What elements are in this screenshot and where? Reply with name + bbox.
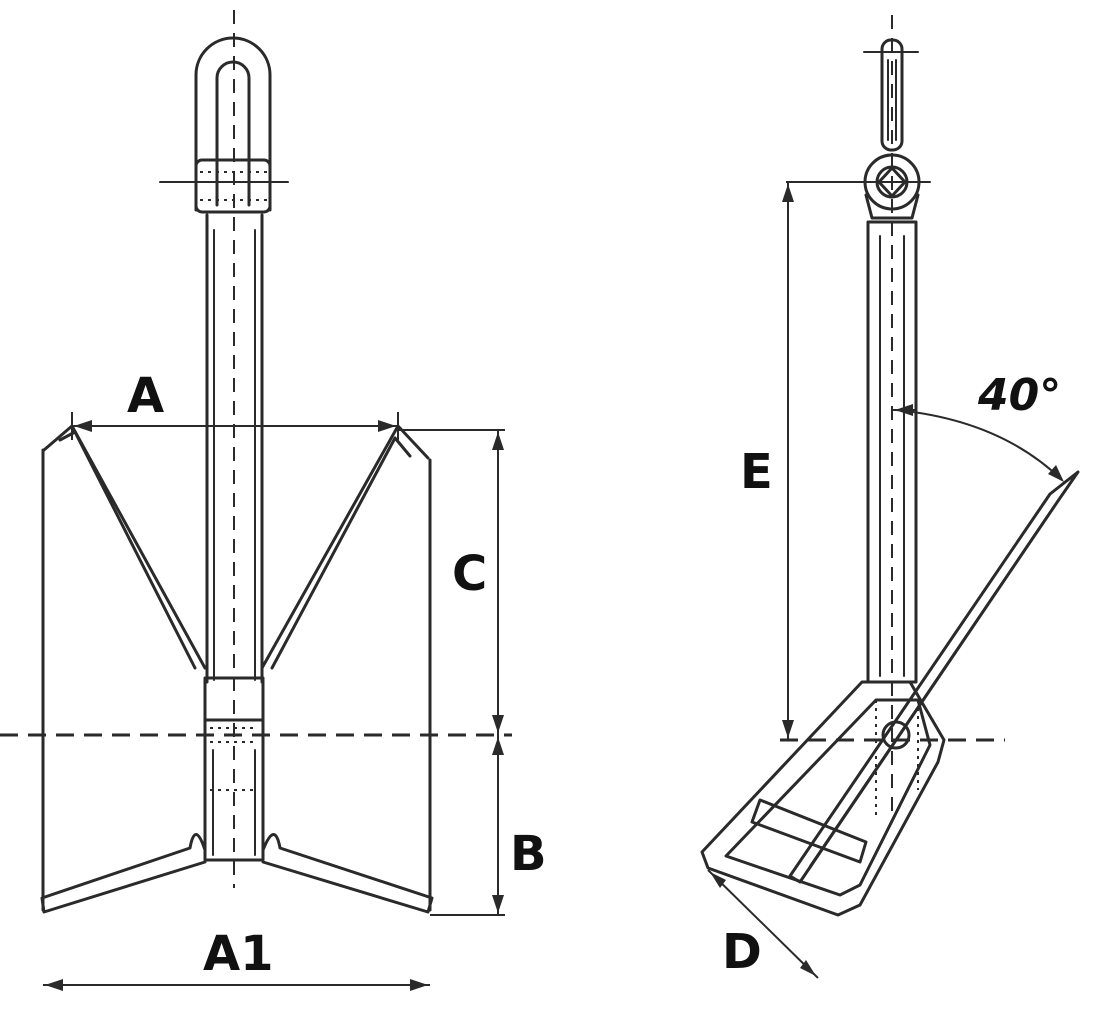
label-a: A bbox=[127, 368, 164, 424]
front-view: A C B A1 bbox=[0, 10, 547, 991]
lower-flukes bbox=[40, 833, 434, 914]
dimension-e bbox=[782, 181, 872, 740]
dimension-d bbox=[707, 869, 819, 979]
crown-collar bbox=[203, 676, 265, 862]
shank bbox=[205, 213, 264, 684]
side-shackle bbox=[861, 38, 931, 220]
upper-flukes bbox=[42, 424, 430, 670]
label-d: D bbox=[722, 924, 762, 980]
label-angle: 40° bbox=[977, 370, 1061, 421]
side-fluke-plate bbox=[700, 680, 946, 917]
dimension-a bbox=[71, 412, 399, 440]
shackle bbox=[159, 36, 289, 214]
label-a1: A1 bbox=[203, 926, 274, 982]
side-view: E D 40° bbox=[700, 15, 1080, 980]
angle-40-arc bbox=[893, 404, 1064, 482]
label-c: C bbox=[452, 546, 487, 602]
label-b: B bbox=[510, 826, 547, 882]
label-e: E bbox=[740, 444, 773, 500]
dimension-b bbox=[430, 735, 505, 916]
tilted-shank bbox=[788, 470, 1080, 884]
dimension-a1 bbox=[43, 979, 430, 991]
dimension-c bbox=[398, 429, 505, 735]
